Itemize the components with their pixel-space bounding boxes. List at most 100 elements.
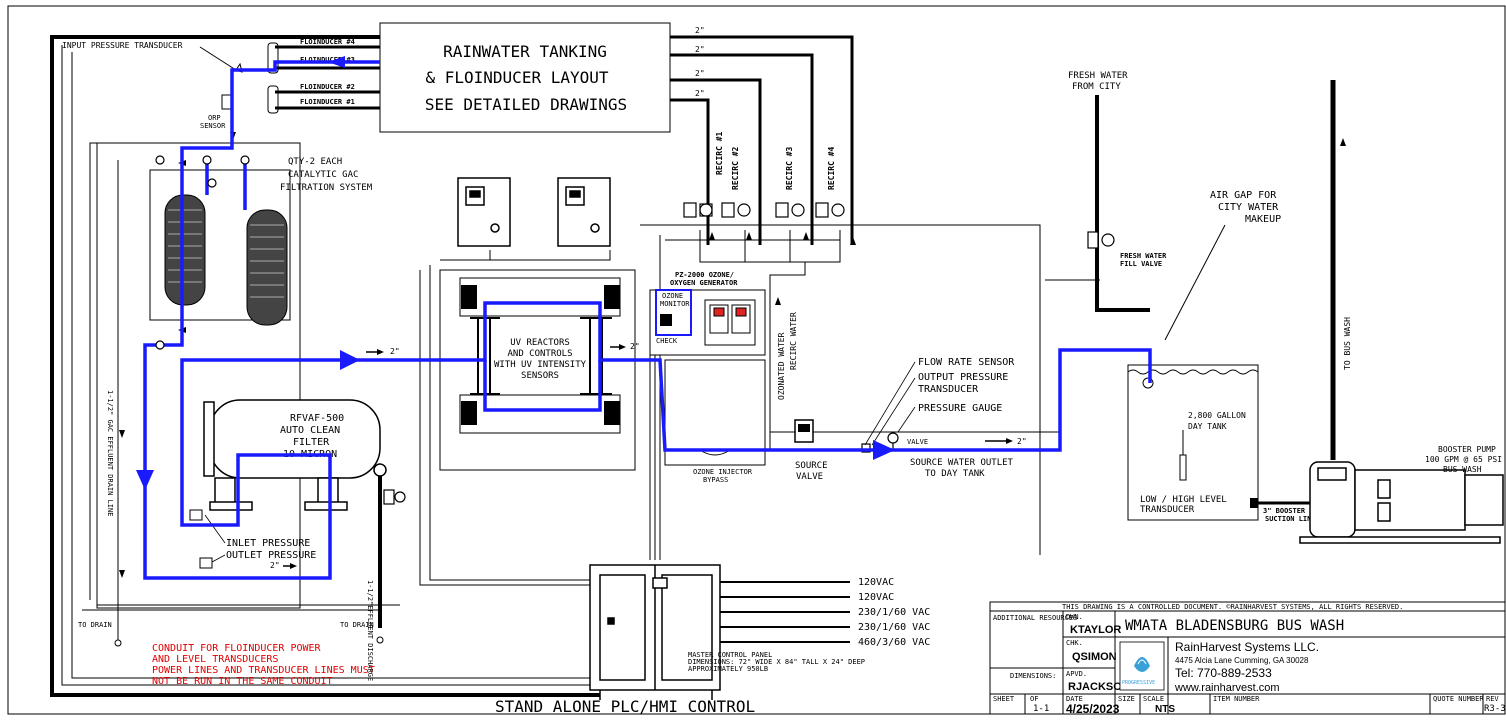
gac-label-2: CATALYTIC GAC [288,170,358,180]
tb-address: 4475 Alcia Lane Cumming, GA 30028 [1175,656,1309,665]
ozonated-water-label: OZONATED WATER [777,332,786,400]
flow-rate-sensor-label: FLOW RATE SENSOR [918,357,1015,368]
source-valve [794,419,814,443]
power-lines [720,581,850,643]
recirc-3-label: RECIRC #3 [785,146,794,190]
recirc-valves [683,202,845,218]
gac-drain-label: 1-1/2" GAC EFFLUENT DRAIN LINE [106,390,114,516]
booster-label-2: 100 GPM @ 65 PSI [1425,455,1502,464]
fresh-fill-label-1: FRESH WATER [1120,252,1167,260]
tb-drawn: KTAYLOR [1070,624,1121,636]
power-label-5: 460/3/60 VAC [858,637,930,648]
tb-notice: THIS DRAWING IS A CONTROLLED DOCUMENT. ©… [1062,603,1403,611]
recirc-lines [670,35,854,245]
filter-label-3: FILTER [293,437,330,448]
to-drain-label-2: TO DRAIN [340,621,374,629]
tb-scale: NTS [1155,704,1175,715]
ozone-monitor [655,289,692,336]
pipe-size-outlet: 2" [1017,437,1027,446]
air-gap-label-3: MAKEUP [1245,214,1281,225]
source-valve-label-2: VALVE [796,472,823,482]
recirc-1-label: RECIRC #1 [715,131,724,175]
tanking-title-line3: SEE DETAILED DRAWINGS [425,95,627,114]
title-block [989,601,1506,715]
uv-label-1: UV REACTORS [510,338,570,348]
conduit-note-3: POWER LINES AND TRANSDUCER LINES MUST [152,665,375,676]
power-label-3: 230/1/60 VAC [858,607,930,618]
gac-label-3: FILTRATION SYSTEM [280,183,373,193]
booster-suction-label-2: SUCTION LINE [1265,515,1316,523]
power-label-4: 230/1/60 VAC [858,622,930,633]
source-outlet-label-2: TO DAY TANK [925,469,985,479]
tb-dimensions: DIMENSIONS: [1010,672,1056,680]
uv-controller-2 [557,177,611,247]
tb-quote-label: QUOTE NUMBER [1433,695,1484,703]
conduit-note-1: CONDUIT FOR FLOINDUCER POWER [152,643,322,654]
tb-of-label: OF [1030,695,1038,703]
auto-clean-filter [203,399,381,511]
power-label-1: 120VAC [858,577,894,588]
outlet-sensors [861,432,899,453]
pipe-size-filter: 2" [270,561,280,570]
booster-label-3: BUS WASH [1443,465,1482,474]
tanking-title-line2: & FLOINDUCER LAYOUT [425,68,608,87]
tb-date: 4/25/2023 [1066,702,1120,716]
tb-drawn-label: DWN. [1066,613,1083,621]
tb-checked-label: CHK. [1066,639,1083,647]
flow-arrows [136,56,895,490]
orp-label-2: SENSOR [200,122,226,130]
output-pressure-label-1: OUTPUT PRESSURE [918,372,1008,383]
to-bus-wash-label: TO BUS WASH [1343,317,1352,370]
booster-suction-label-1: 3" BOOSTER PUMP [1263,507,1326,515]
pipe-size-mid: 2" [390,347,400,356]
fresh-water-label-1: FRESH WATER [1068,71,1128,81]
pipe-size-1: 2" [695,26,705,35]
air-gap-label-1: AIR GAP FOR [1210,190,1277,201]
plc-title: STAND ALONE PLC/HMI CONTROL [495,697,755,716]
tb-size-label: SIZE [1118,695,1135,703]
tb-sheet-label: SHEET [993,695,1015,703]
panel-label-1: MASTER CONTROL PANEL [688,651,772,659]
fresh-fill-valve [1087,231,1115,249]
logo-text: PROGRESSIVE [1122,680,1155,686]
check-valve-label-2: VALVE [907,438,928,446]
gac-vessel-2 [246,209,288,326]
pipe-size-4: 2" [695,89,705,98]
level-label-1: LOW / HIGH LEVEL [1140,495,1227,505]
ozone-injector-label-1: OZONE INJECTOR [693,468,753,476]
company-logo [1119,641,1165,691]
outlet-pressure-label: OUTLET PRESSURE [226,550,316,561]
tb-tel: Tel: 770-889-2533 [1175,666,1272,680]
up-arrows [709,232,856,305]
tanking-title-box: RAINWATER TANKING & FLOINDUCER LAYOUT SE… [379,22,671,133]
tb-scale-label: SCALE [1143,695,1164,703]
conduit-loop [50,35,600,697]
tb-rev: R3-3 [1484,704,1506,714]
floinducer-2-label: FLOINDUCER #2 [300,83,355,91]
floinducer-lines [275,45,380,110]
pressure-gauge-label: PRESSURE GAUGE [918,403,1002,414]
tb-web: www.rainharvest.com [1174,682,1280,694]
tb-rev-label: REV [1486,695,1499,703]
conduit-note-4: NOT BE RUN IN THE SAME CONDUIT [152,676,333,687]
gac-frame [96,142,301,609]
ozone-injector-label-2: BYPASS [703,476,728,484]
effluent-drain-label: 1-1/2"EFFLUENT DISCHARGE [366,580,374,681]
tb-company: RainHarvest Systems LLC. [1175,640,1319,654]
tb-approved-label: APVD. [1066,670,1087,678]
ozone-gen-label-1: PZ-2000 OZONE/ [675,271,734,279]
output-pressure-label-2: TRANSDUCER [918,384,979,395]
tb-checked: QSIMON [1072,651,1117,663]
panel-label-2: DIMENSIONS: 72" WIDE X 84" TALL X 24" DE… [688,658,865,666]
source-outlet-label-1: SOURCE WATER OUTLET [910,458,1014,468]
tb-sheet: 1-1 [1033,704,1049,714]
filter-label-1: RFVAF-500 [290,413,344,424]
input-pressure-label: INPUT PRESSURE TRANSDUCER [62,41,183,50]
to-drain-label-1: TO DRAIN [78,621,112,629]
sheet-border [7,5,1506,715]
panel-label-3: APPROXIMATELY 950LB [688,665,768,673]
uv-label-4: SENSORS [521,371,559,381]
gac-vessel-1 [164,194,206,306]
uv-label-2: AND CONTROLS [507,349,572,359]
